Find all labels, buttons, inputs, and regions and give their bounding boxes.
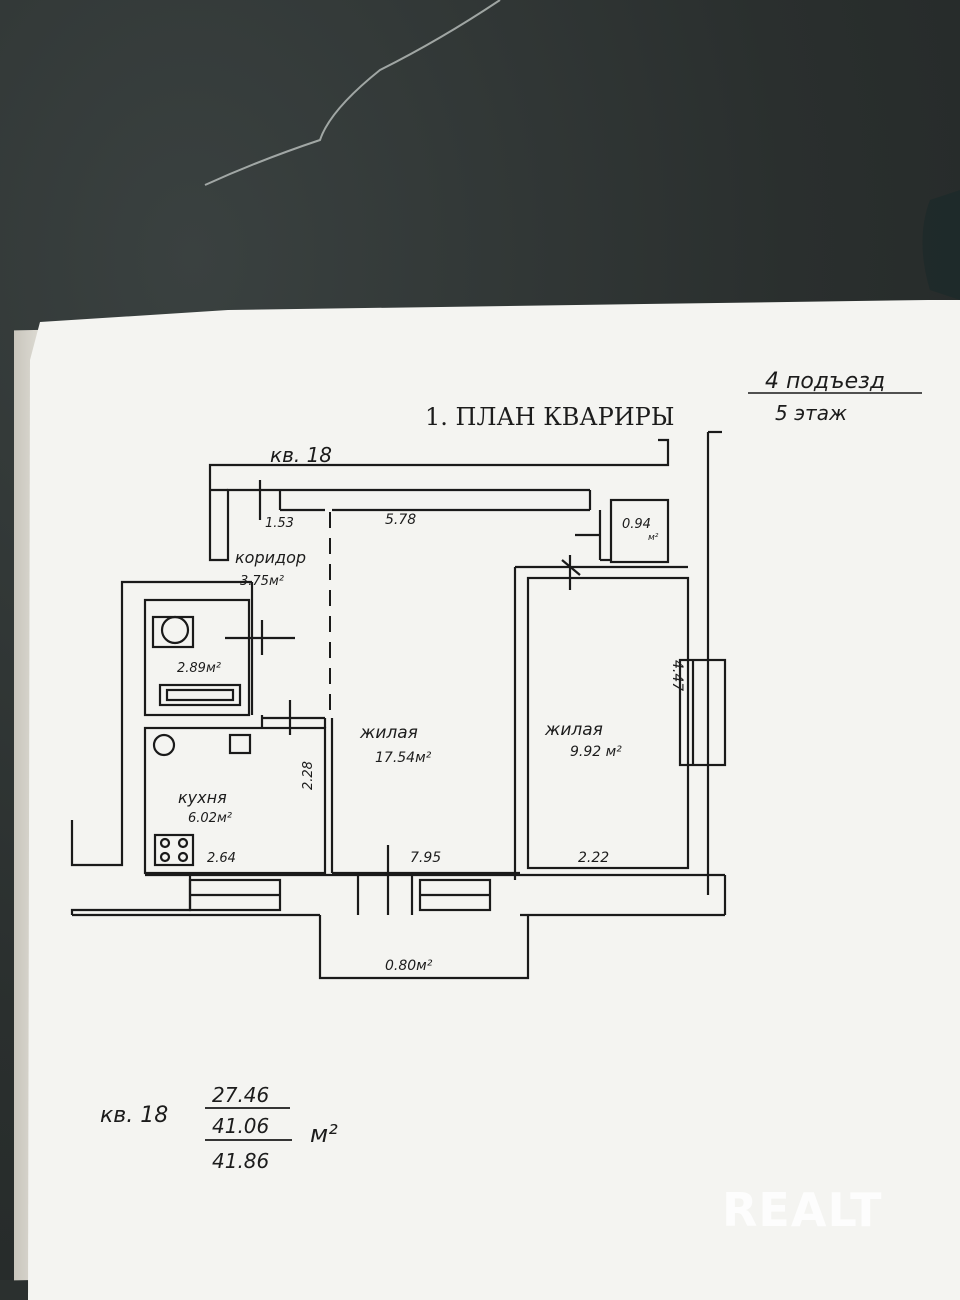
floor-plan-sheet: [28, 300, 960, 1300]
plan-title: 1. ПЛАН КВАРИРЫ: [425, 403, 674, 431]
kitchen-dim-bottom: 2.64: [207, 851, 236, 866]
summary-living-area: 27.46: [212, 1083, 269, 1107]
bathroom-area: 2.89м²: [177, 661, 221, 676]
bedroom-area: 9.92 м²: [570, 744, 622, 760]
entrance-label: 4 подъезд: [765, 369, 885, 394]
wall-lines: [70, 430, 727, 980]
floor-label: 5 этаж: [775, 401, 847, 425]
summary-total-area: 41.06: [212, 1114, 269, 1138]
corridor-name: коридор: [235, 548, 306, 567]
storage-unit: м²: [648, 533, 659, 543]
corridor-dim-label: 1.53: [265, 516, 294, 531]
living-room-dim-bottom: 7.95: [410, 850, 441, 866]
apartment-label: кв. 18: [270, 443, 332, 467]
balcony-area: 0.80м²: [385, 958, 433, 974]
kitchen-area: 6.02м²: [188, 811, 232, 826]
living-room-name: жилая: [359, 723, 418, 743]
surface-crack-decoration: [204, 0, 960, 300]
corridor-area: 3.75м²: [240, 574, 284, 589]
storage-area: 0.94: [622, 517, 651, 532]
living-room-dim-top: 5.78: [385, 512, 416, 528]
summary-unit: м²: [310, 1120, 338, 1148]
kitchen-name: кухня: [178, 788, 227, 807]
bedroom-dim-bottom: 2.22: [578, 850, 609, 866]
bedroom-dim-side: 4.47: [669, 660, 685, 691]
summary-total-with-balcony: 41.86: [212, 1149, 269, 1173]
bedroom-name: жилая: [544, 720, 603, 740]
living-room-area: 17.54м²: [375, 750, 432, 766]
summary-apartment-label: кв. 18: [100, 1103, 168, 1128]
kitchen-dim-side: 2.28: [301, 761, 316, 790]
realt-watermark-logo: REALT: [722, 1183, 883, 1237]
